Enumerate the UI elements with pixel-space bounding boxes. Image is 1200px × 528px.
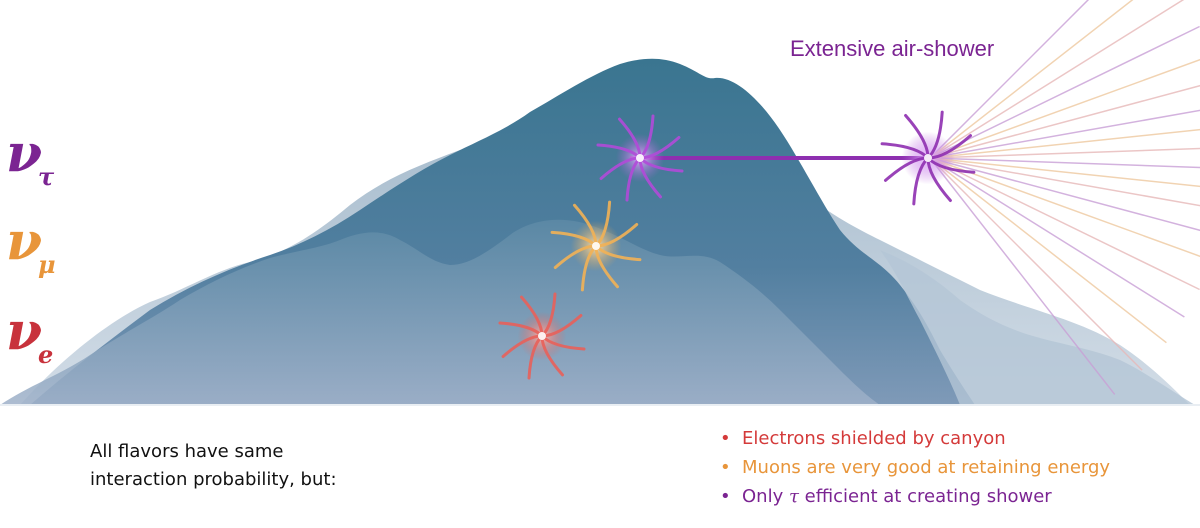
shower-title: Extensive air-shower <box>790 36 995 61</box>
nu-mu-label: ν μ <box>6 216 56 280</box>
ray-fan-icon <box>929 0 1200 395</box>
starburst-icon <box>498 292 586 380</box>
bullet-electrons: • Electrons shielded by canyon <box>720 424 1110 453</box>
starburst-icon <box>596 114 684 202</box>
bullet-muons: • Muons are very good at retaining energ… <box>720 453 1110 482</box>
mountain-front-ridge <box>0 219 880 405</box>
nu-mu-symbol: ν <box>6 211 43 272</box>
nu-mu-subscript: μ <box>38 250 56 279</box>
note-line-1: All flavors have same <box>90 441 284 462</box>
ground-line <box>0 404 1200 406</box>
bullet-tau-symbol: τ <box>788 486 799 507</box>
nu-e-symbol: ν <box>6 301 43 362</box>
outcome-list: • Electrons shielded by canyon • Muons a… <box>720 424 1110 511</box>
bullet-dot: • <box>720 457 731 478</box>
nu-tau-symbol: ν <box>6 123 43 184</box>
starburst-icon <box>880 110 976 206</box>
bullet-tau-prefix: Only <box>742 486 789 507</box>
nu-e-label: ν e <box>6 306 53 370</box>
mountain-right-shoulder <box>880 250 1195 405</box>
bullet-tau: • Only τ efficient at creating shower <box>720 482 1110 511</box>
bullet-dot: • <box>720 486 731 507</box>
flavor-note: All flavors have same interaction probab… <box>90 438 337 494</box>
bullet-tau-text: efficient at creating shower <box>798 486 1052 507</box>
bullet-muons-text: Muons are very good at retaining energy <box>742 457 1111 478</box>
nu-e-subscript: e <box>38 340 54 369</box>
note-line-2: interaction probability, but: <box>90 469 337 490</box>
bullet-dot: • <box>720 428 731 449</box>
nu-tau-subscript: τ <box>38 162 55 191</box>
starburst-icon <box>550 200 642 292</box>
nu-tau-label: ν τ <box>6 128 54 192</box>
bullet-electrons-text: Electrons shielded by canyon <box>742 428 1006 449</box>
